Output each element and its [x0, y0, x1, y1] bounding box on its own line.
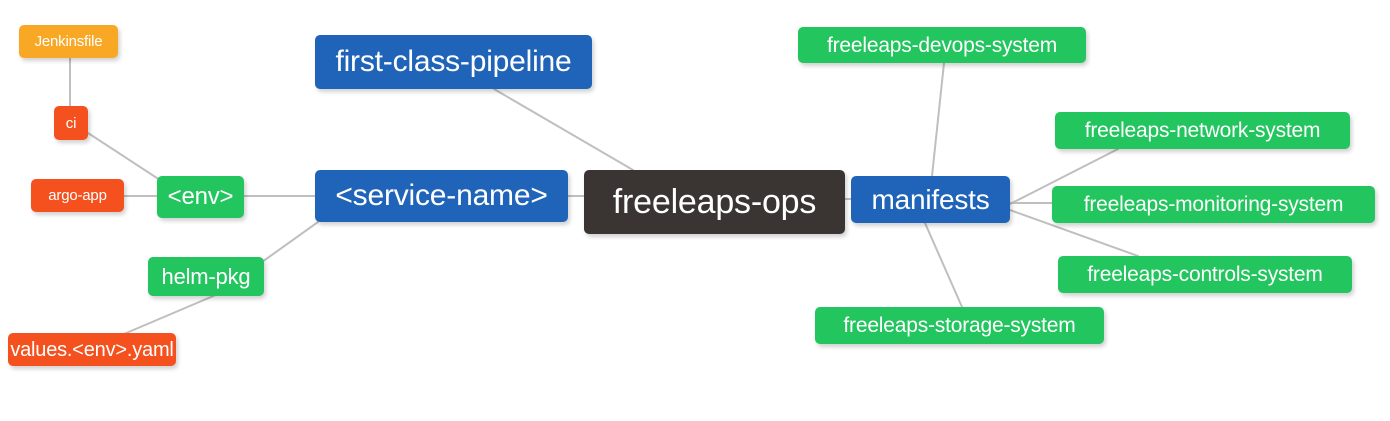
edge-manifests-to-freeleaps-devops-system — [931, 62, 945, 177]
node-argo-app[interactable]: argo-app — [31, 179, 124, 212]
node-label-values-env-yaml: values.<env>.yaml — [10, 338, 174, 361]
node-label-env: <env> — [167, 183, 234, 210]
node-label-freeleaps-storage-system: freeleaps-storage-system — [843, 314, 1076, 337]
node-label-freeleaps-controls-system: freeleaps-controls-system — [1087, 263, 1323, 286]
node-freeleaps-devops-system[interactable]: freeleaps-devops-system — [798, 27, 1086, 63]
node-label-freeleaps-devops-system: freeleaps-devops-system — [827, 33, 1057, 57]
node-env[interactable]: <env> — [157, 176, 244, 218]
node-jenkinsfile[interactable]: Jenkinsfile — [19, 25, 118, 58]
edge-helm-pkg-to-values-env-yaml — [123, 293, 219, 335]
node-first-class-pipeline[interactable]: first-class-pipeline — [315, 35, 592, 89]
node-manifests[interactable]: manifests — [851, 176, 1010, 223]
node-service-name[interactable]: <service-name> — [315, 170, 568, 222]
node-freeleaps-monitoring-system[interactable]: freeleaps-monitoring-system — [1052, 186, 1375, 223]
node-ci[interactable]: ci — [54, 106, 88, 140]
node-label-freeleaps-ops: freeleaps-ops — [612, 183, 817, 221]
node-freeleaps-network-system[interactable]: freeleaps-network-system — [1055, 112, 1350, 149]
node-label-helm-pkg: helm-pkg — [161, 263, 251, 289]
edge-service-name-to-helm-pkg — [261, 221, 319, 263]
edge-ci-to-env — [87, 132, 161, 181]
node-freeleaps-controls-system[interactable]: freeleaps-controls-system — [1058, 256, 1352, 293]
node-label-first-class-pipeline: first-class-pipeline — [335, 45, 572, 78]
edge-manifests-to-freeleaps-storage-system — [924, 222, 963, 308]
node-label-jenkinsfile: Jenkinsfile — [34, 33, 103, 50]
node-label-argo-app: argo-app — [48, 187, 107, 204]
node-label-freeleaps-monitoring-system: freeleaps-monitoring-system — [1083, 193, 1344, 216]
node-freeleaps-ops[interactable]: freeleaps-ops — [584, 170, 845, 234]
edge-first-class-pipeline-to-freeleaps-ops — [493, 88, 634, 171]
node-freeleaps-storage-system[interactable]: freeleaps-storage-system — [815, 307, 1104, 344]
node-values-env-yaml[interactable]: values.<env>.yaml — [8, 333, 176, 366]
node-label-ci: ci — [65, 114, 77, 132]
node-label-service-name: <service-name> — [335, 179, 548, 212]
node-label-freeleaps-network-system: freeleaps-network-system — [1084, 119, 1321, 142]
node-label-manifests: manifests — [871, 183, 990, 215]
node-helm-pkg[interactable]: helm-pkg — [148, 257, 264, 296]
